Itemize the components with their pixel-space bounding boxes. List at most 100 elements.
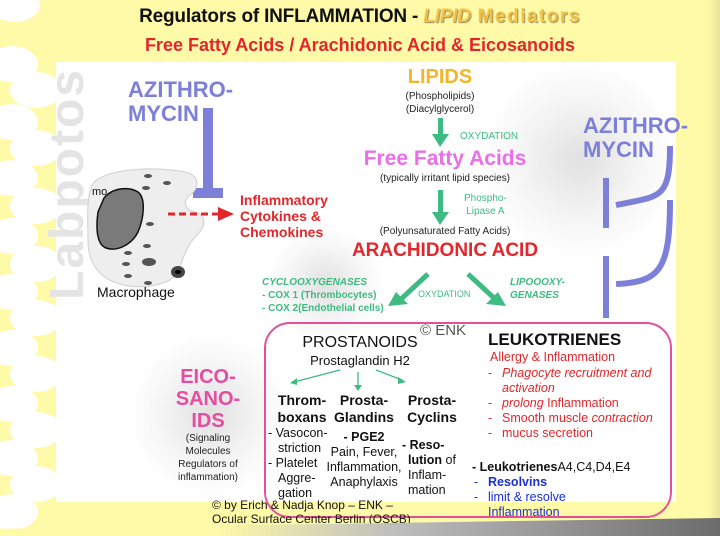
effect-normal: mucus secretion bbox=[502, 426, 594, 440]
copyright-watermark: © ENK bbox=[420, 322, 467, 339]
azithromycin-left: AZITHRO- MYCIN bbox=[128, 78, 233, 126]
azithromycin-right-line2: MYCIN bbox=[583, 137, 654, 162]
arrow-phospholipase-shaft bbox=[438, 190, 443, 214]
macrophage-granule bbox=[124, 251, 132, 255]
decorative-bubbles bbox=[0, 0, 70, 536]
macrophage-granule bbox=[175, 270, 181, 274]
lox-line1: LIPOOOXY- bbox=[510, 277, 565, 288]
leukotrienes-types: - LeukotrienesA4,C4,D4,E4 bbox=[472, 460, 630, 474]
macrophage-granule bbox=[142, 258, 156, 266]
thromboxans-h2: boxans bbox=[277, 409, 327, 425]
effect-normal: Smooth muscle bbox=[502, 411, 592, 425]
inhibition-bar-left bbox=[193, 188, 223, 198]
page-subtitle: Free Fatty Acids / Arachidonic Acid & Ei… bbox=[144, 35, 576, 55]
eicosanoids-sub3: Regulators of bbox=[178, 459, 238, 470]
arrow-lox-head bbox=[486, 292, 506, 306]
resolve-line2: Inflammation bbox=[488, 505, 560, 519]
glandins-h1: Prosta- bbox=[339, 392, 389, 408]
thromboxans-h1: Throm- bbox=[277, 392, 327, 408]
glandins-effect: Anaphylaxis bbox=[330, 475, 398, 489]
lipids-sub2: (Diacylglycerol) bbox=[405, 104, 475, 115]
page-title: Regulators of INFLAMMATION - LIPID Media… bbox=[0, 6, 720, 28]
thromboxans-column: Throm- boxans - Vasocon- striction - Pla… bbox=[268, 392, 336, 501]
lox-line2: GENASES bbox=[510, 290, 559, 301]
inhibition-bar-right-upper bbox=[603, 178, 609, 228]
inhibition-bar-right-lower bbox=[603, 256, 609, 318]
resolvins-item: Resolvins bbox=[470, 475, 650, 490]
cyclins-effect: of bbox=[442, 453, 456, 467]
cyclins-h2: Cyclins bbox=[407, 409, 457, 425]
credit-line1: © by Erich & Nadja Knop – ENK – bbox=[212, 498, 393, 512]
cytokines-label: Inflammatory Cytokines & Chemokines bbox=[240, 192, 328, 240]
title-prefix: Regulators of INFLAMMATION - bbox=[139, 6, 424, 27]
glandins-effect: Inflammation, bbox=[326, 460, 402, 474]
effect-normal: Inflammation bbox=[543, 396, 619, 410]
leukotrienes-types-list: A4,C4,D4,E4 bbox=[557, 460, 631, 474]
arrow-cox-head bbox=[388, 292, 408, 306]
effect-italic: Phagocyte recruitment and activation bbox=[502, 366, 652, 395]
eicosanoids-sub: (Signaling Molecules Regulators of infla… bbox=[160, 432, 256, 484]
macrophage-granule bbox=[144, 281, 152, 285]
cyclins-effect: - Reso- bbox=[402, 438, 445, 452]
leukotriene-effect: mucus secretion bbox=[484, 426, 664, 441]
macrophage-granule bbox=[163, 181, 171, 185]
resolvins-label: Resolvins bbox=[488, 475, 548, 489]
leukotrienes-subtitle: Allergy & Inflammation bbox=[490, 350, 616, 364]
arrow-thromboxans bbox=[293, 369, 341, 383]
cyclins-effect: lution bbox=[408, 453, 443, 467]
cytokine-arrow-head bbox=[218, 207, 234, 221]
watermark-glow bbox=[480, 60, 680, 260]
azithromycin-left-line2: MYCIN bbox=[128, 101, 199, 126]
inhibition-stem-left bbox=[203, 108, 213, 196]
eicosanoids-label: EICO- SANO- IDS bbox=[168, 366, 248, 432]
azithromycin-left-line1: AZITHRO- bbox=[128, 77, 234, 102]
arrow-oxydation-shaft bbox=[438, 118, 443, 136]
step-phospholipase-line2: Lipase A bbox=[466, 206, 505, 217]
cytokines-line1: Inflammatory bbox=[240, 192, 328, 208]
thromboxans-item: striction bbox=[278, 441, 322, 455]
credit-line2: Ocular Surface Center Berlin (OSCB) bbox=[212, 512, 411, 526]
azithromycin-right-line1: AZITHRO- bbox=[583, 113, 689, 138]
aa-label: ARACHIDONIC ACID bbox=[351, 240, 539, 261]
arrow-oxydation-head bbox=[432, 134, 449, 147]
arrow-lox-shaft bbox=[466, 272, 496, 300]
credit: © by Erich & Nadja Knop – ENK – Ocular S… bbox=[212, 498, 411, 526]
thromboxans-item: - Platelet bbox=[268, 456, 318, 470]
step-oxydation: OXYDATION bbox=[460, 131, 519, 142]
step-phospholipase-line1: Phospho- bbox=[464, 193, 507, 204]
prostanoids-subtitle: Prostaglandin H2 bbox=[310, 353, 410, 368]
leukotrienes-effects: Phagocyte recruitment and activation pro… bbox=[484, 366, 664, 441]
macrophage-granule bbox=[122, 262, 130, 266]
thromboxans-item: gation bbox=[278, 486, 313, 500]
pge2-label: - PGE2 bbox=[343, 430, 385, 444]
eicosanoids-line3: IDS bbox=[191, 410, 225, 432]
arrow-phospholipase-head bbox=[432, 212, 449, 225]
glandins-h2: Glandins bbox=[334, 409, 394, 425]
macrophage-granule bbox=[143, 244, 151, 248]
mediators-box bbox=[264, 322, 672, 518]
cell-label: mo bbox=[92, 186, 108, 198]
cyclins-h1: Prosta- bbox=[407, 392, 457, 408]
eicosanoids-line1: EICO- bbox=[180, 366, 236, 388]
prostanoids-title: PROSTANOIDS bbox=[302, 334, 418, 351]
eicosanoids-sub2: Molecules bbox=[185, 446, 231, 457]
leukotrienes-title: LEUKOTRIENES bbox=[488, 330, 622, 349]
leukotriene-effect: Smooth muscle contraction bbox=[484, 411, 664, 426]
lipids-sub: (Phospholipids) (Diacylglycerol) bbox=[380, 90, 500, 116]
watermark-glow bbox=[130, 330, 290, 500]
cox-block: CYCLOOXYGENASES - COX 1 (Thrombocytes) -… bbox=[262, 276, 384, 315]
lox-block: LIPOOOXY- GENASES bbox=[510, 276, 565, 302]
effect-italic: prolong bbox=[502, 396, 544, 410]
arrow-cyclins bbox=[375, 369, 403, 381]
azithromycin-right: AZITHRO- MYCIN bbox=[583, 114, 688, 162]
cytokines-line3: Chemokines bbox=[240, 224, 324, 240]
leukotriene-effect: prolong Inflammation bbox=[484, 396, 664, 411]
cyclins-effect: Inflam- bbox=[408, 468, 447, 482]
inhibition-curve-right-upper bbox=[615, 145, 673, 208]
thromboxans-item: Aggre- bbox=[278, 471, 316, 485]
title-mediators: Mediators bbox=[470, 6, 581, 27]
cyclins-column: Prosta- Cyclins - Reso- lution of Inflam… bbox=[402, 392, 462, 498]
